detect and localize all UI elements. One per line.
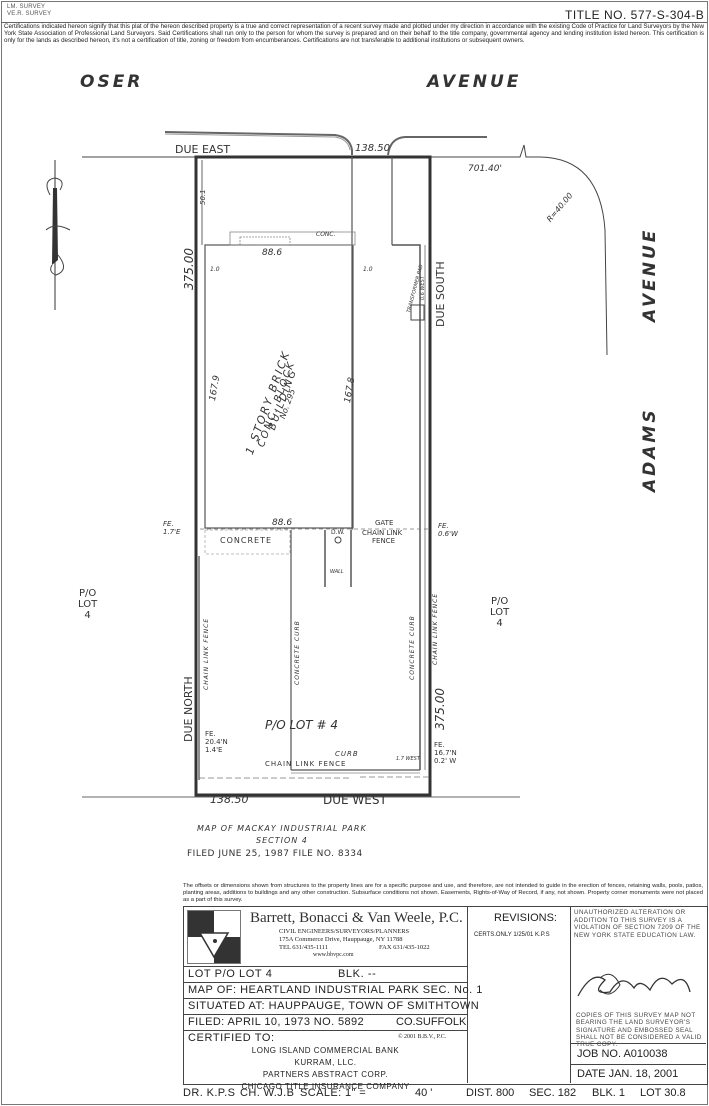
firm-tel: TEL 631/435-1111 [279,944,329,951]
filing-note-1: MAP OF MACKAY INDUSTRIAL PARK [197,824,367,833]
firm-name: Barrett, Bonacci & Van Weele, P.C. [250,910,463,926]
district: DIST. 800 [466,1087,515,1099]
firm-tagline: CIVIL ENGINEERS/SURVEYORS/PLANNERS [279,928,410,935]
scale-value: 40 ' [415,1087,433,1099]
west-fence-label: CHAIN LINK FENCE [203,617,210,690]
scale-label: SCALE: 1" = [300,1087,367,1099]
block: BLK. 1 [592,1087,626,1099]
dw-label: D.W. [331,529,345,536]
street-adams: ADAMS [640,407,660,492]
lot-label: P/O LOT # 4 [265,718,338,732]
street-oser: OSER [80,72,144,92]
building-conc: CONC. [316,231,336,238]
chain-link-label-1: CHAIN LINK [362,529,403,537]
row-divider [570,1064,706,1065]
west-offset-label: 1.7 WEST [396,756,420,762]
header-divider [1,22,707,23]
building-width-bottom: 88.6 [272,518,293,528]
adjacent-lot-east: P/O LOT 4 [490,596,510,629]
certified-to-label: CERTIFIED TO: [188,1032,275,1044]
south-bearing: DUE WEST [323,793,387,807]
map-of-field: MAP OF: HEARTLAND INDUSTRIAL PARK SEC. N… [188,984,483,996]
lot-field: LOT P/O LOT 4 [188,968,273,980]
concrete-curb-right-label: CONCRETE CURB [409,615,416,680]
concrete-label: CONCRETE [220,536,273,545]
row-divider [570,1043,706,1044]
situated-at-field: SITUATED AT: HAUPPAUGE, TOWN OF SMITHTOW… [188,1000,480,1012]
fence-note-nw: FE. 1.7'E [163,520,181,536]
firm-logo [187,910,241,964]
county-field: CO.SUFFOLK [396,1016,467,1028]
certified-to-list: LONG ISLAND COMMERCIAL BANK KURRAM, LLC.… [241,1046,410,1091]
section: SEC. 182 [529,1087,577,1099]
gate-label: GATE [375,519,394,527]
disclaimer-text: The offsets or dimensions shown from str… [183,883,703,903]
north-bearing: DUE EAST [175,143,231,156]
north-distance: 138.50 [355,143,390,154]
revisions-entry: CERTS.ONLY 1/25/01 K.P.S [474,932,550,938]
south-distance: 138.50 [210,793,249,806]
drawn-by: DR. K.P.S [183,1087,236,1099]
row-divider [183,982,468,983]
curb-label: CURB [335,750,359,758]
fence-note-se: FE. 16.7'N 0.2' W [434,741,457,765]
chain-link-label-2: FENCE [372,537,395,545]
filed-field: FILED: APRIL 10, 1973 NO. 5892 [188,1016,365,1028]
survey-drawing [45,131,608,798]
west-bearing: DUE NORTH [182,676,195,742]
street-adams-avenue: AVENUE [640,227,660,322]
row-divider [183,1030,468,1031]
alteration-warning: UNAUTHORIZED ALTERATION OR ADDITION TO T… [574,909,701,939]
certification-text: Certifications indicated hereon signify … [4,23,704,45]
title-block [183,906,708,1085]
title-number: TITLE NO. 577-S-304-B [565,8,705,22]
offset-right: 1.0 [363,266,373,273]
row-divider [183,998,468,999]
building-setback: 50.1 [199,189,207,205]
fence-note-ne: FE. 0.6'W [438,522,458,538]
adjacent-lot-west: P/O LOT 4 [78,588,98,621]
fence-note-sw: FE. 20.4'N 1.4'E [205,730,228,754]
firm-web: www.bbvpc.com [313,952,354,958]
south-fence-label: CHAIN LINK FENCE [265,760,347,768]
east-bearing: DUE SOUTH [434,261,447,327]
revisions-heading: REVISIONS: [494,912,557,924]
row-divider [183,1014,468,1015]
copyright: © 2001 B.B.V., P.C. [398,1034,447,1040]
title-block-divider-1 [467,906,468,1083]
blk-field: BLK. -- [338,968,377,980]
west-distance: 375.00 [182,248,196,290]
row-lines [183,966,468,968]
survey-date: DATE JAN. 18, 2001 [577,1068,679,1080]
job-number: JOB NO. A010038 [577,1048,668,1060]
wall-label: WALL [330,569,344,575]
filing-note-3: FILED JUNE 25, 1987 FILE NO. 8334 [187,849,363,859]
filing-note-2: SECTION 4 [256,836,308,845]
firm-address: 175A Commerce Drive, Hauppauge, NY 11788 [279,936,403,943]
concrete-curb-left-label: CONCRETE CURB [294,620,301,685]
checked-by: CH. W.J.B [240,1087,295,1099]
corner-distance: 701.40' [468,164,502,174]
copies-note: COPIES OF THIS SURVEY MAP NOT BEARING TH… [576,1012,702,1049]
street-oser-avenue: AVENUE [427,72,522,92]
firm-fax: FAX 631/435-1022 [379,944,430,951]
survey-type-2: VE.R. SURVEY [7,11,52,17]
lot: LOT 30.8 [640,1087,686,1099]
building-width-top: 88.6 [262,248,283,258]
title-block-divider-2 [570,906,571,1083]
east-fence-label: CHAIN LINK FENCE [432,592,439,665]
survey-type-1: LM. SURVEY [7,4,46,10]
east-distance: 375.00 [433,688,447,730]
east-offset-label: 0.6 WEST [420,276,426,300]
offset-left: 1.0 [210,266,220,273]
